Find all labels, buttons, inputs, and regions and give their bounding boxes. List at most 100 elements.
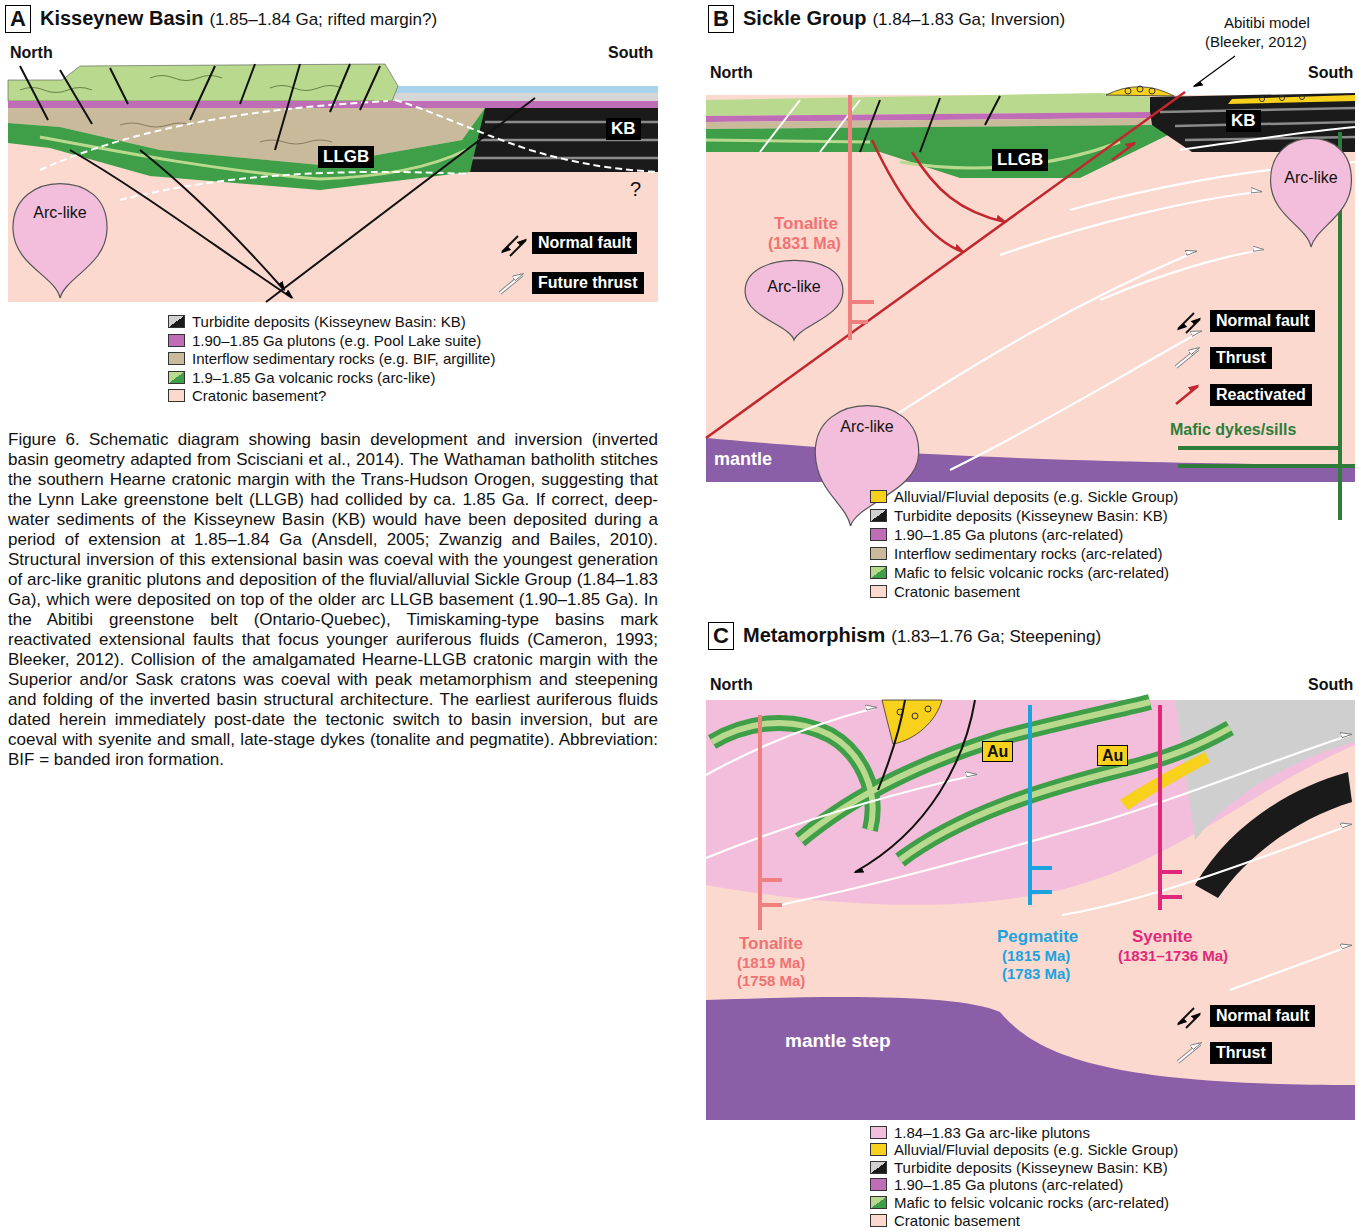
thrust-line bbox=[1000, 192, 1260, 255]
legend-entry: 1.9–1.85 Ga volcanic rocks (arc-like) bbox=[168, 368, 435, 386]
annotation: North bbox=[8, 44, 55, 62]
legend-text: Turbidite deposits (Kisseynew Basin: KB) bbox=[894, 1159, 1168, 1176]
legend-swatch bbox=[870, 1178, 887, 1191]
annotation: North bbox=[708, 64, 755, 82]
annotation: mantle step bbox=[783, 1030, 893, 1052]
legend-entry: Cratonic basement? bbox=[168, 386, 326, 404]
node-text: Arc-like bbox=[840, 418, 893, 436]
annotation: South bbox=[1306, 676, 1355, 694]
node-text: KB bbox=[1231, 111, 1256, 130]
panel-title: Sickle Group(1.84–1.83 Ga; Inversion) bbox=[743, 7, 1065, 30]
annotation: Pegmatite bbox=[995, 927, 1080, 947]
dyke-line bbox=[850, 95, 874, 340]
legend-entry: 1.90–1.85 Ga plutons (e.g. Pool Lake sui… bbox=[168, 331, 481, 349]
gold-label: Au bbox=[1097, 745, 1128, 766]
legend-swatch bbox=[870, 1161, 887, 1174]
pluton-shape: Arc-like bbox=[10, 180, 110, 298]
panel-title-text: (1.85–1.84 Ga; rifted margin?) bbox=[209, 10, 437, 30]
panel-title: Kisseynew Basin(1.85–1.84 Ga; rifted mar… bbox=[40, 7, 437, 30]
legend-text: Thrust bbox=[1216, 1044, 1266, 1061]
legend-swatch bbox=[870, 528, 887, 541]
legend-swatch bbox=[870, 1143, 887, 1156]
legend-swatch bbox=[870, 585, 887, 598]
rock-layer bbox=[1228, 95, 1355, 104]
node-text: Arc-like bbox=[767, 278, 820, 296]
clast-circle bbox=[912, 713, 918, 719]
legend-entry: Alluvial/Fluvial deposits (e.g. Sickle G… bbox=[870, 1141, 1178, 1159]
leader-line bbox=[1194, 56, 1235, 86]
caption: Figure 6. Schematic diagram showing basi… bbox=[8, 430, 658, 770]
rock-layer bbox=[388, 93, 658, 101]
legend-text: Mafic to felsic volcanic rocks (arc-rela… bbox=[894, 1194, 1169, 1211]
thrust-line bbox=[780, 735, 1350, 905]
legend-text: Cratonic basement? bbox=[192, 387, 326, 404]
panel-title-text: Sickle Group bbox=[743, 7, 866, 30]
thrust-line bbox=[1100, 250, 1262, 300]
clast-circle bbox=[1300, 95, 1305, 100]
legend-text: Alluvial/Fluvial deposits (e.g. Sickle G… bbox=[894, 1141, 1178, 1158]
section-c bbox=[706, 700, 1355, 1120]
panel-label: CMetamorphism(1.83–1.76 Ga; Steepening) bbox=[708, 622, 734, 650]
legend-entry: Alluvial/Fluvial deposits (e.g. Sickle G… bbox=[870, 487, 1178, 505]
legend-symbol bbox=[500, 275, 522, 293]
legend-entry: Cratonic basement bbox=[870, 582, 1020, 600]
annotation: South bbox=[606, 44, 655, 62]
texture-line bbox=[120, 123, 332, 144]
mantle-layer bbox=[706, 438, 1355, 482]
legend-text: 1.84–1.83 Ga arc-like plutons bbox=[894, 1124, 1090, 1141]
node-text: Au bbox=[1102, 747, 1123, 764]
pluton-fill bbox=[1271, 138, 1352, 247]
legend-swatch bbox=[870, 1196, 887, 1209]
fault-line bbox=[878, 700, 905, 790]
rock-layer bbox=[8, 96, 658, 302]
annotation: North bbox=[708, 676, 755, 694]
gold-label: Au bbox=[982, 741, 1013, 762]
fault-line bbox=[20, 64, 380, 150]
pluton-outline bbox=[1268, 135, 1354, 247]
thrust-line bbox=[706, 775, 975, 858]
thrust-line bbox=[1062, 825, 1350, 915]
legend-entry: 1.84–1.83 Ga arc-like plutons bbox=[870, 1123, 1090, 1141]
legend-entry: Interflow sedimentary rocks (arc-related… bbox=[870, 544, 1162, 562]
dyke-line bbox=[1030, 705, 1052, 905]
annotation: Tonalite bbox=[772, 214, 840, 234]
pluton-layer bbox=[706, 700, 1355, 905]
pluton-fill bbox=[13, 184, 107, 298]
fault-line bbox=[266, 98, 535, 302]
legend-swatch bbox=[168, 352, 185, 365]
rock-layer bbox=[395, 86, 658, 93]
clast-circle bbox=[1280, 96, 1285, 101]
legend-swatch bbox=[870, 566, 887, 579]
legend-text: Normal fault bbox=[1216, 312, 1309, 329]
annotation: (1831–1736 Ma) bbox=[1116, 947, 1230, 964]
legend-text: Thrust bbox=[1216, 349, 1266, 366]
rock-layer bbox=[706, 93, 1150, 116]
legend-text: Turbidite deposits (Kisseynew Basin: KB) bbox=[192, 313, 466, 330]
legend-entry: Thrust bbox=[1210, 347, 1272, 369]
rock-layer bbox=[712, 702, 1230, 860]
thrust-line bbox=[706, 708, 875, 775]
legend-symbol bbox=[510, 240, 526, 256]
legend-entry: Interflow sedimentary rocks (e.g. BIF, a… bbox=[168, 349, 495, 367]
clast-circle bbox=[925, 706, 931, 712]
clast-circle bbox=[1149, 88, 1155, 94]
legend-entry: Turbidite deposits (Kisseynew Basin: KB) bbox=[870, 1158, 1168, 1176]
panel-title-text: (1.83–1.76 Ga; Steepening) bbox=[891, 627, 1101, 647]
unit-label: KB bbox=[1226, 110, 1261, 132]
annotation: Syenite bbox=[1130, 927, 1194, 947]
thrust-line bbox=[40, 100, 658, 200]
legend-text: Cratonic basement bbox=[894, 583, 1020, 600]
legend-entry: Thrust bbox=[1210, 1042, 1272, 1064]
reactivated-fault bbox=[1112, 143, 1135, 160]
dyke-line bbox=[1160, 705, 1182, 910]
dyke-line bbox=[760, 715, 782, 930]
legend-entry: Normal fault bbox=[532, 232, 637, 254]
legend-swatch bbox=[870, 490, 887, 503]
legend-text: Mafic to felsic volcanic rocks (arc-rela… bbox=[894, 564, 1169, 581]
fault-line bbox=[140, 150, 284, 290]
mantle-layer bbox=[706, 997, 1355, 1120]
legend-symbol bbox=[1176, 349, 1198, 367]
panel-label: BSickle Group(1.84–1.83 Ga; Inversion) bbox=[708, 5, 734, 33]
clast-circle bbox=[1137, 86, 1143, 92]
legend-symbol bbox=[1186, 1014, 1200, 1028]
